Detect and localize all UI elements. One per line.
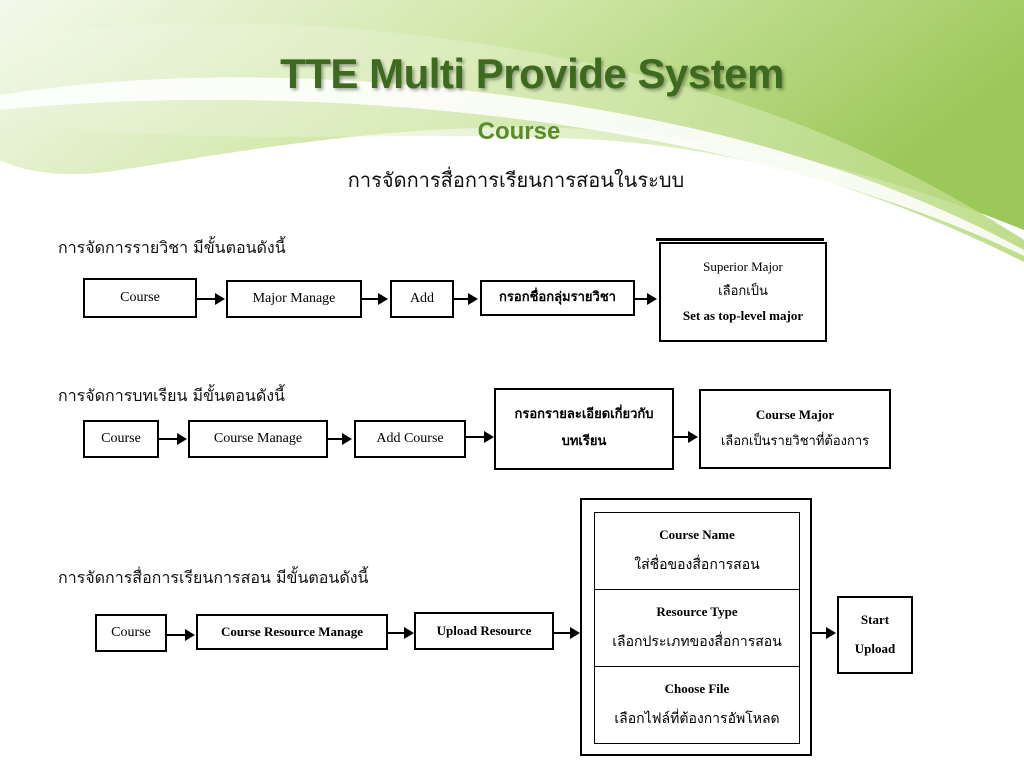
slide-title: TTE Multi Provide System xyxy=(280,50,784,97)
flow1-final-top-line xyxy=(656,238,824,241)
flow3-field-title: Course Name xyxy=(659,527,735,543)
flow3-field-title: Resource Type xyxy=(656,604,738,620)
flow3-arrow-2 xyxy=(388,627,414,639)
flow1-final-superior-major: Superior Major เลือกเป็น Set as top-leve… xyxy=(659,242,827,342)
flow2-detail-line2: บทเรียน xyxy=(561,434,607,449)
flow2-step-course-manage: Course Manage xyxy=(188,420,328,458)
flow3-arrow-3 xyxy=(554,627,580,639)
flow1-final-line1: Superior Major xyxy=(703,258,783,274)
flow2-arrow-4 xyxy=(674,431,698,443)
flow1-final-line3: Set as top-level major xyxy=(682,308,804,324)
flow3-field-desc: ใส่ชื่อของสื่อการสอน xyxy=(634,557,760,574)
flow3-final-line1: Start xyxy=(860,612,890,628)
flow2-arrow-2 xyxy=(328,433,352,445)
flow2-step-add-course: Add Course xyxy=(354,420,466,458)
flow1-step-group-name: กรอกชื่อกลุ่มรายวิชา xyxy=(480,280,635,316)
flow3-field-desc: เลือกประเภทของสื่อการสอน xyxy=(612,634,782,651)
flow3-field-desc: เลือกไฟล์ที่ต้องการอัพโหลด xyxy=(614,711,780,728)
flow2-step-lesson-detail: กรอกรายละเอียดเกี่ยวกับ บทเรียน xyxy=(494,388,674,470)
flow3-arrow-4 xyxy=(812,627,836,639)
flow2-detail-line1: กรอกรายละเอียดเกี่ยวกับ xyxy=(514,407,654,423)
slide-subtitle: Course xyxy=(477,118,561,145)
flow1-step-course: Course xyxy=(83,278,197,318)
flow2-final-course-major: Course Major เลือกเป็นรายวิชาที่ต้องการ xyxy=(699,389,891,469)
flow3-field-resource-type: Resource Type เลือกประเภทของสื่อการสอน xyxy=(594,589,800,667)
flow2-step-course: Course xyxy=(83,420,159,458)
flow3-final-start-upload: Start Upload xyxy=(837,596,913,674)
flow2-final-line1: Course Major xyxy=(755,407,835,423)
flow2-arrow-3 xyxy=(466,431,494,443)
flow3-upload-form: Course Name ใส่ชื่อของสื่อการสอน Resourc… xyxy=(580,498,812,756)
flow3-arrow-1 xyxy=(167,629,195,641)
flow3-step-resource-manage: Course Resource Manage xyxy=(196,614,388,650)
flow1-arrow-4 xyxy=(635,293,657,305)
flow1-step-major-manage: Major Manage xyxy=(226,280,362,318)
flow1-final-line2: เลือกเป็น xyxy=(718,283,768,299)
flow1-arrow-2 xyxy=(362,293,388,305)
flow3-step-upload-resource: Upload Resource xyxy=(414,612,554,650)
flow2-arrow-1 xyxy=(159,433,187,445)
flow3-step-course: Course xyxy=(95,614,167,652)
flow1-step-add: Add xyxy=(390,280,454,318)
flow3-final-line2: Upload xyxy=(854,641,896,656)
slide-thai-subtitle: การจัดการสื่อการเรียนการสอนในระบบ xyxy=(347,168,685,192)
flow2-final-line2: เลือกเป็นรายวิชาที่ต้องการ xyxy=(720,434,870,449)
flow1-label: การจัดการรายวิชา มีขั้นตอนดังนี้ xyxy=(58,238,286,257)
flow1-arrow-3 xyxy=(454,293,478,305)
flow3-field-choose-file: Choose File เลือกไฟล์ที่ต้องการอัพโหลด xyxy=(594,666,800,744)
flow1-arrow-1 xyxy=(197,293,225,305)
flow2-label: การจัดการบทเรียน มีขั้นตอนดังนี้ xyxy=(58,386,285,405)
flow3-field-title: Choose File xyxy=(664,681,730,697)
flow3-label: การจัดการสื่อการเรียนการสอน มีขั้นตอนดัง… xyxy=(58,568,369,587)
flow3-field-course-name: Course Name ใส่ชื่อของสื่อการสอน xyxy=(594,512,800,590)
